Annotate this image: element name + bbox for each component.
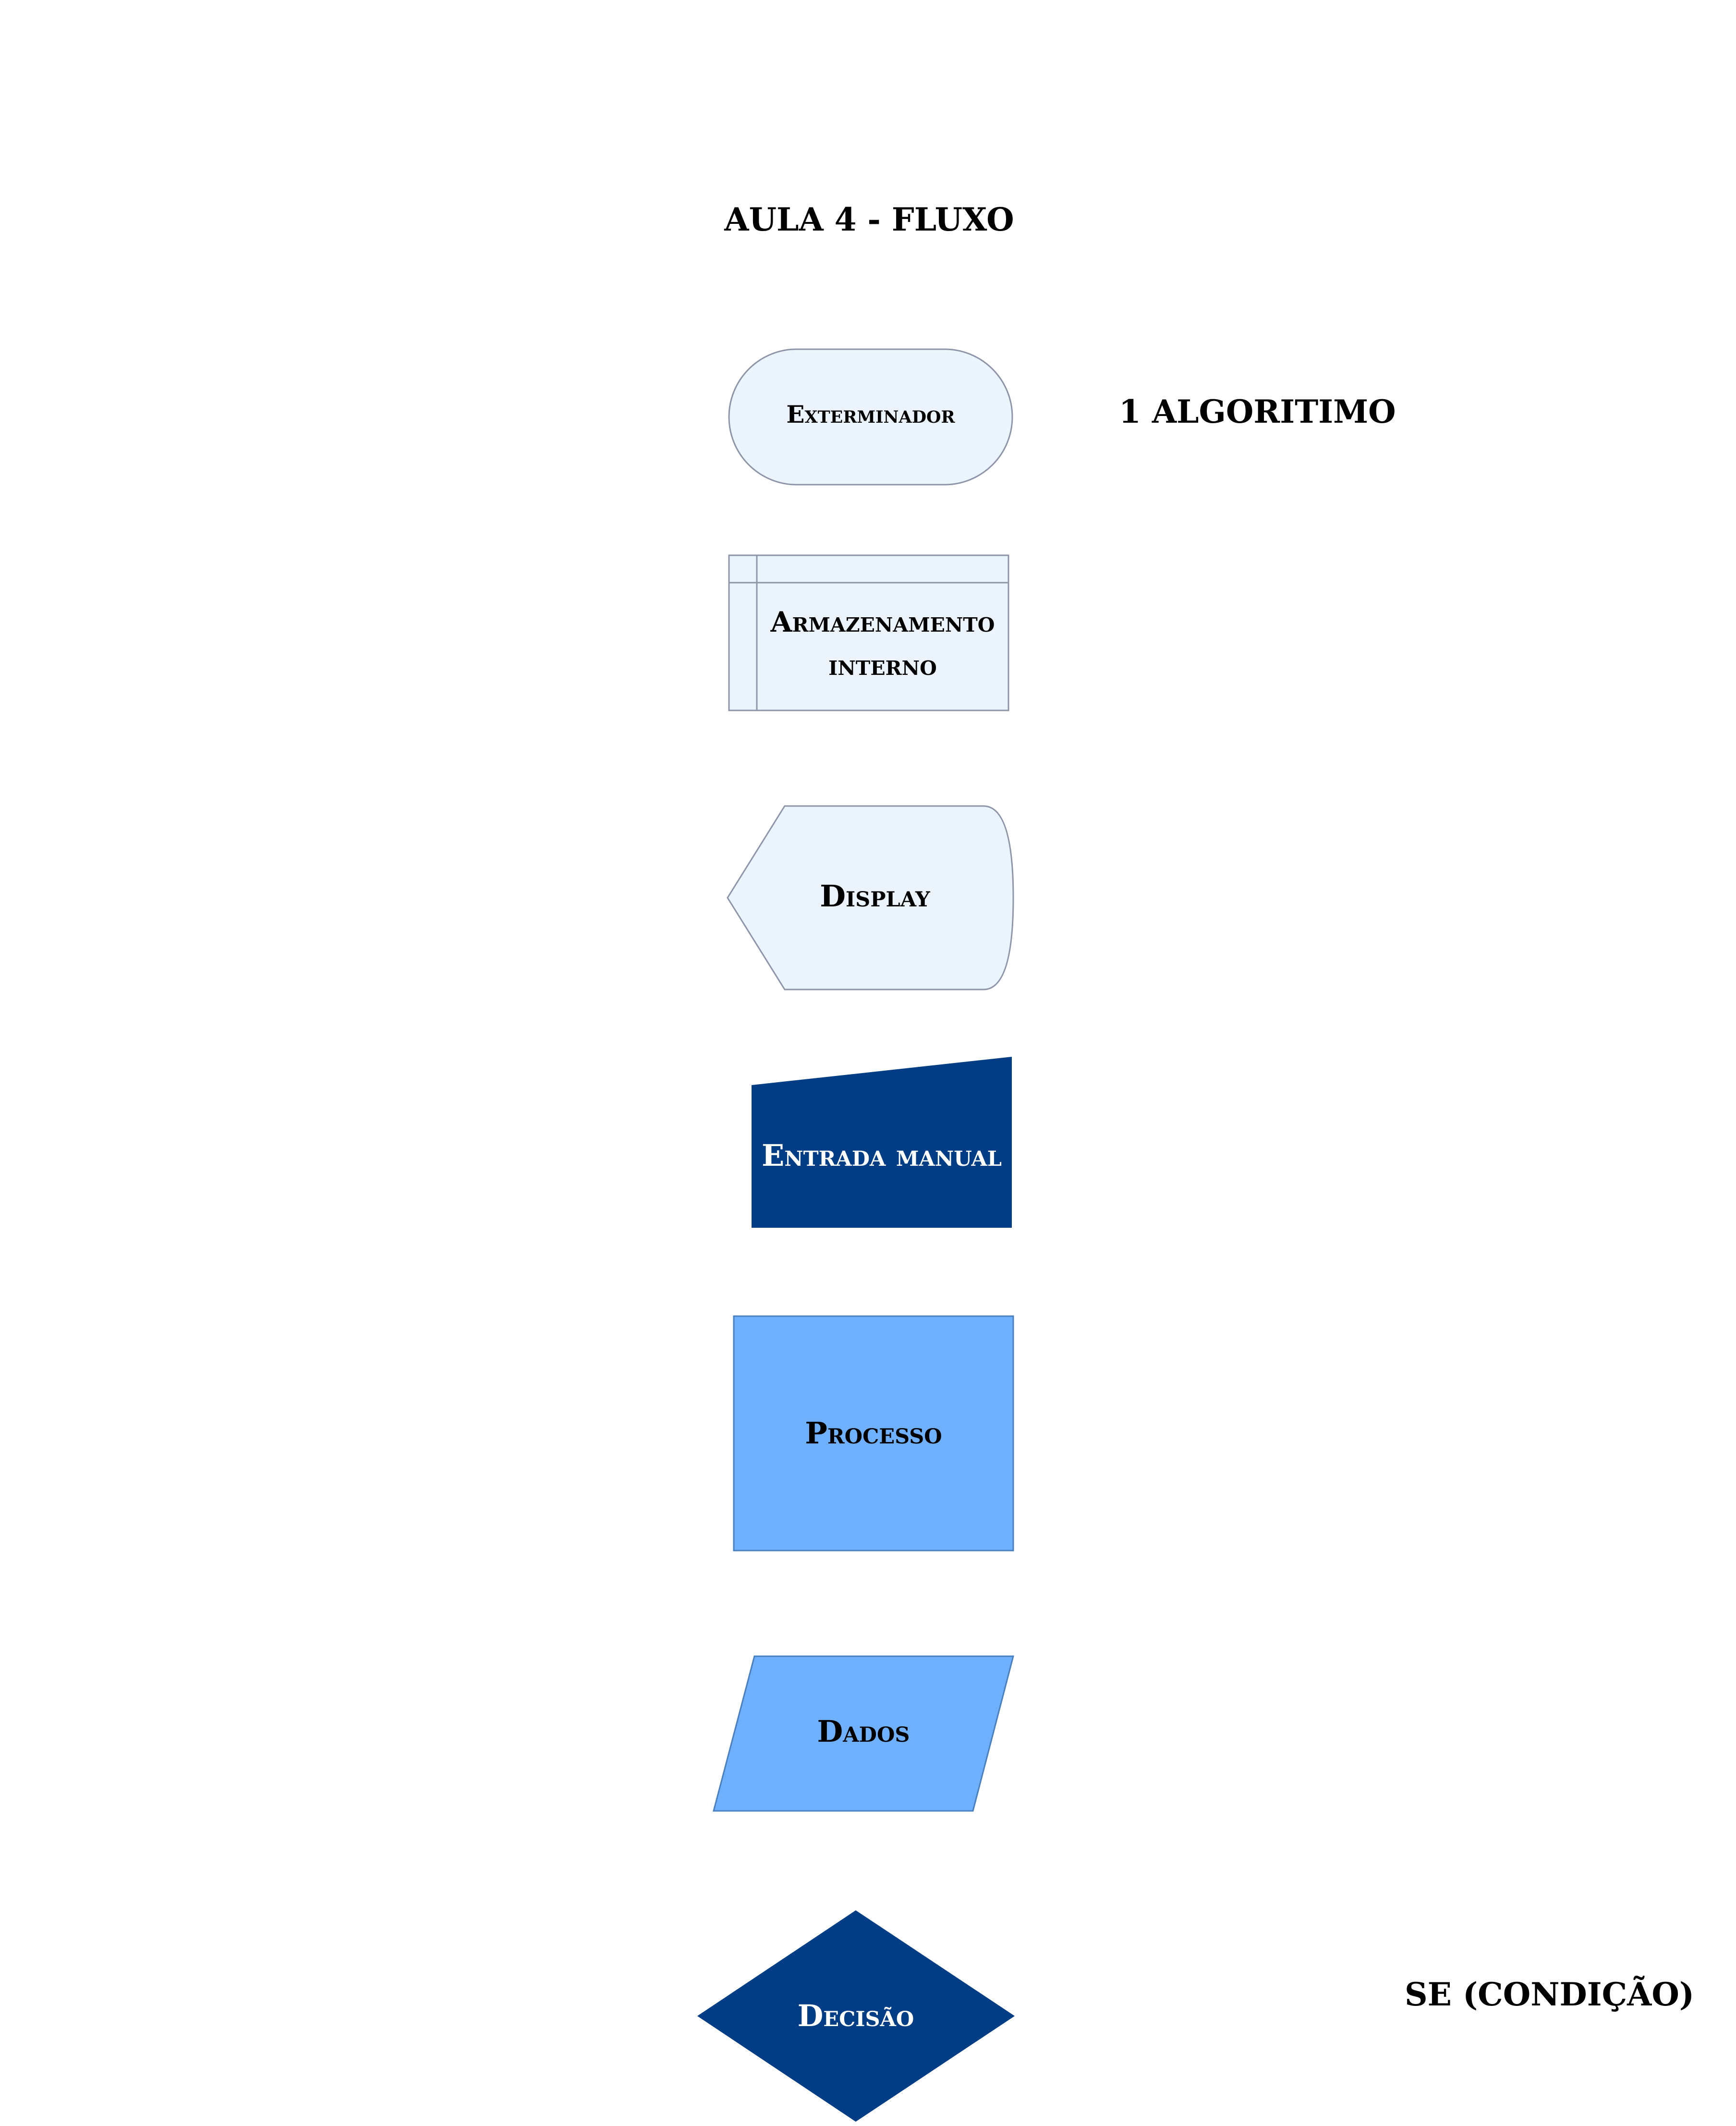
decision-body [697,1910,1015,2122]
decision-label: Decisão [798,1998,914,2033]
manual-input-body [752,1057,1012,1228]
process-shape[interactable]: Processo [733,1315,1014,1552]
process-body [733,1315,1014,1552]
page-title: AULA 4 - FLUXO [724,201,1014,238]
display-shape[interactable]: Display [727,805,1014,990]
internal-storage-label-line1: Armazenamento [770,606,995,638]
data-label: Dados [817,1714,910,1749]
terminator-shape[interactable]: Exterminador [728,348,1013,486]
note-condicao: SE (CONDIÇÃO) [1405,1976,1694,2013]
process-label: Processo [805,1416,942,1451]
manual-input-shape[interactable]: Entrada manual [752,1057,1012,1228]
manual-input-label: Entrada manual [762,1138,1002,1173]
data-shape[interactable]: Dados [713,1655,1014,1812]
data-body [713,1655,1014,1812]
internal-storage-shape[interactable]: Armazenamento interno [728,554,1009,711]
note-algoritmo: 1 ALGORITIMO [1119,393,1396,430]
internal-storage-label-line2: interno [828,649,937,682]
terminator-label: Exterminador [786,400,955,428]
terminator-body [728,348,1013,486]
display-label: Display [820,879,931,914]
display-body [727,805,1014,990]
decision-shape[interactable]: Decisão [697,1910,1015,2122]
internal-storage-body [728,554,1009,711]
